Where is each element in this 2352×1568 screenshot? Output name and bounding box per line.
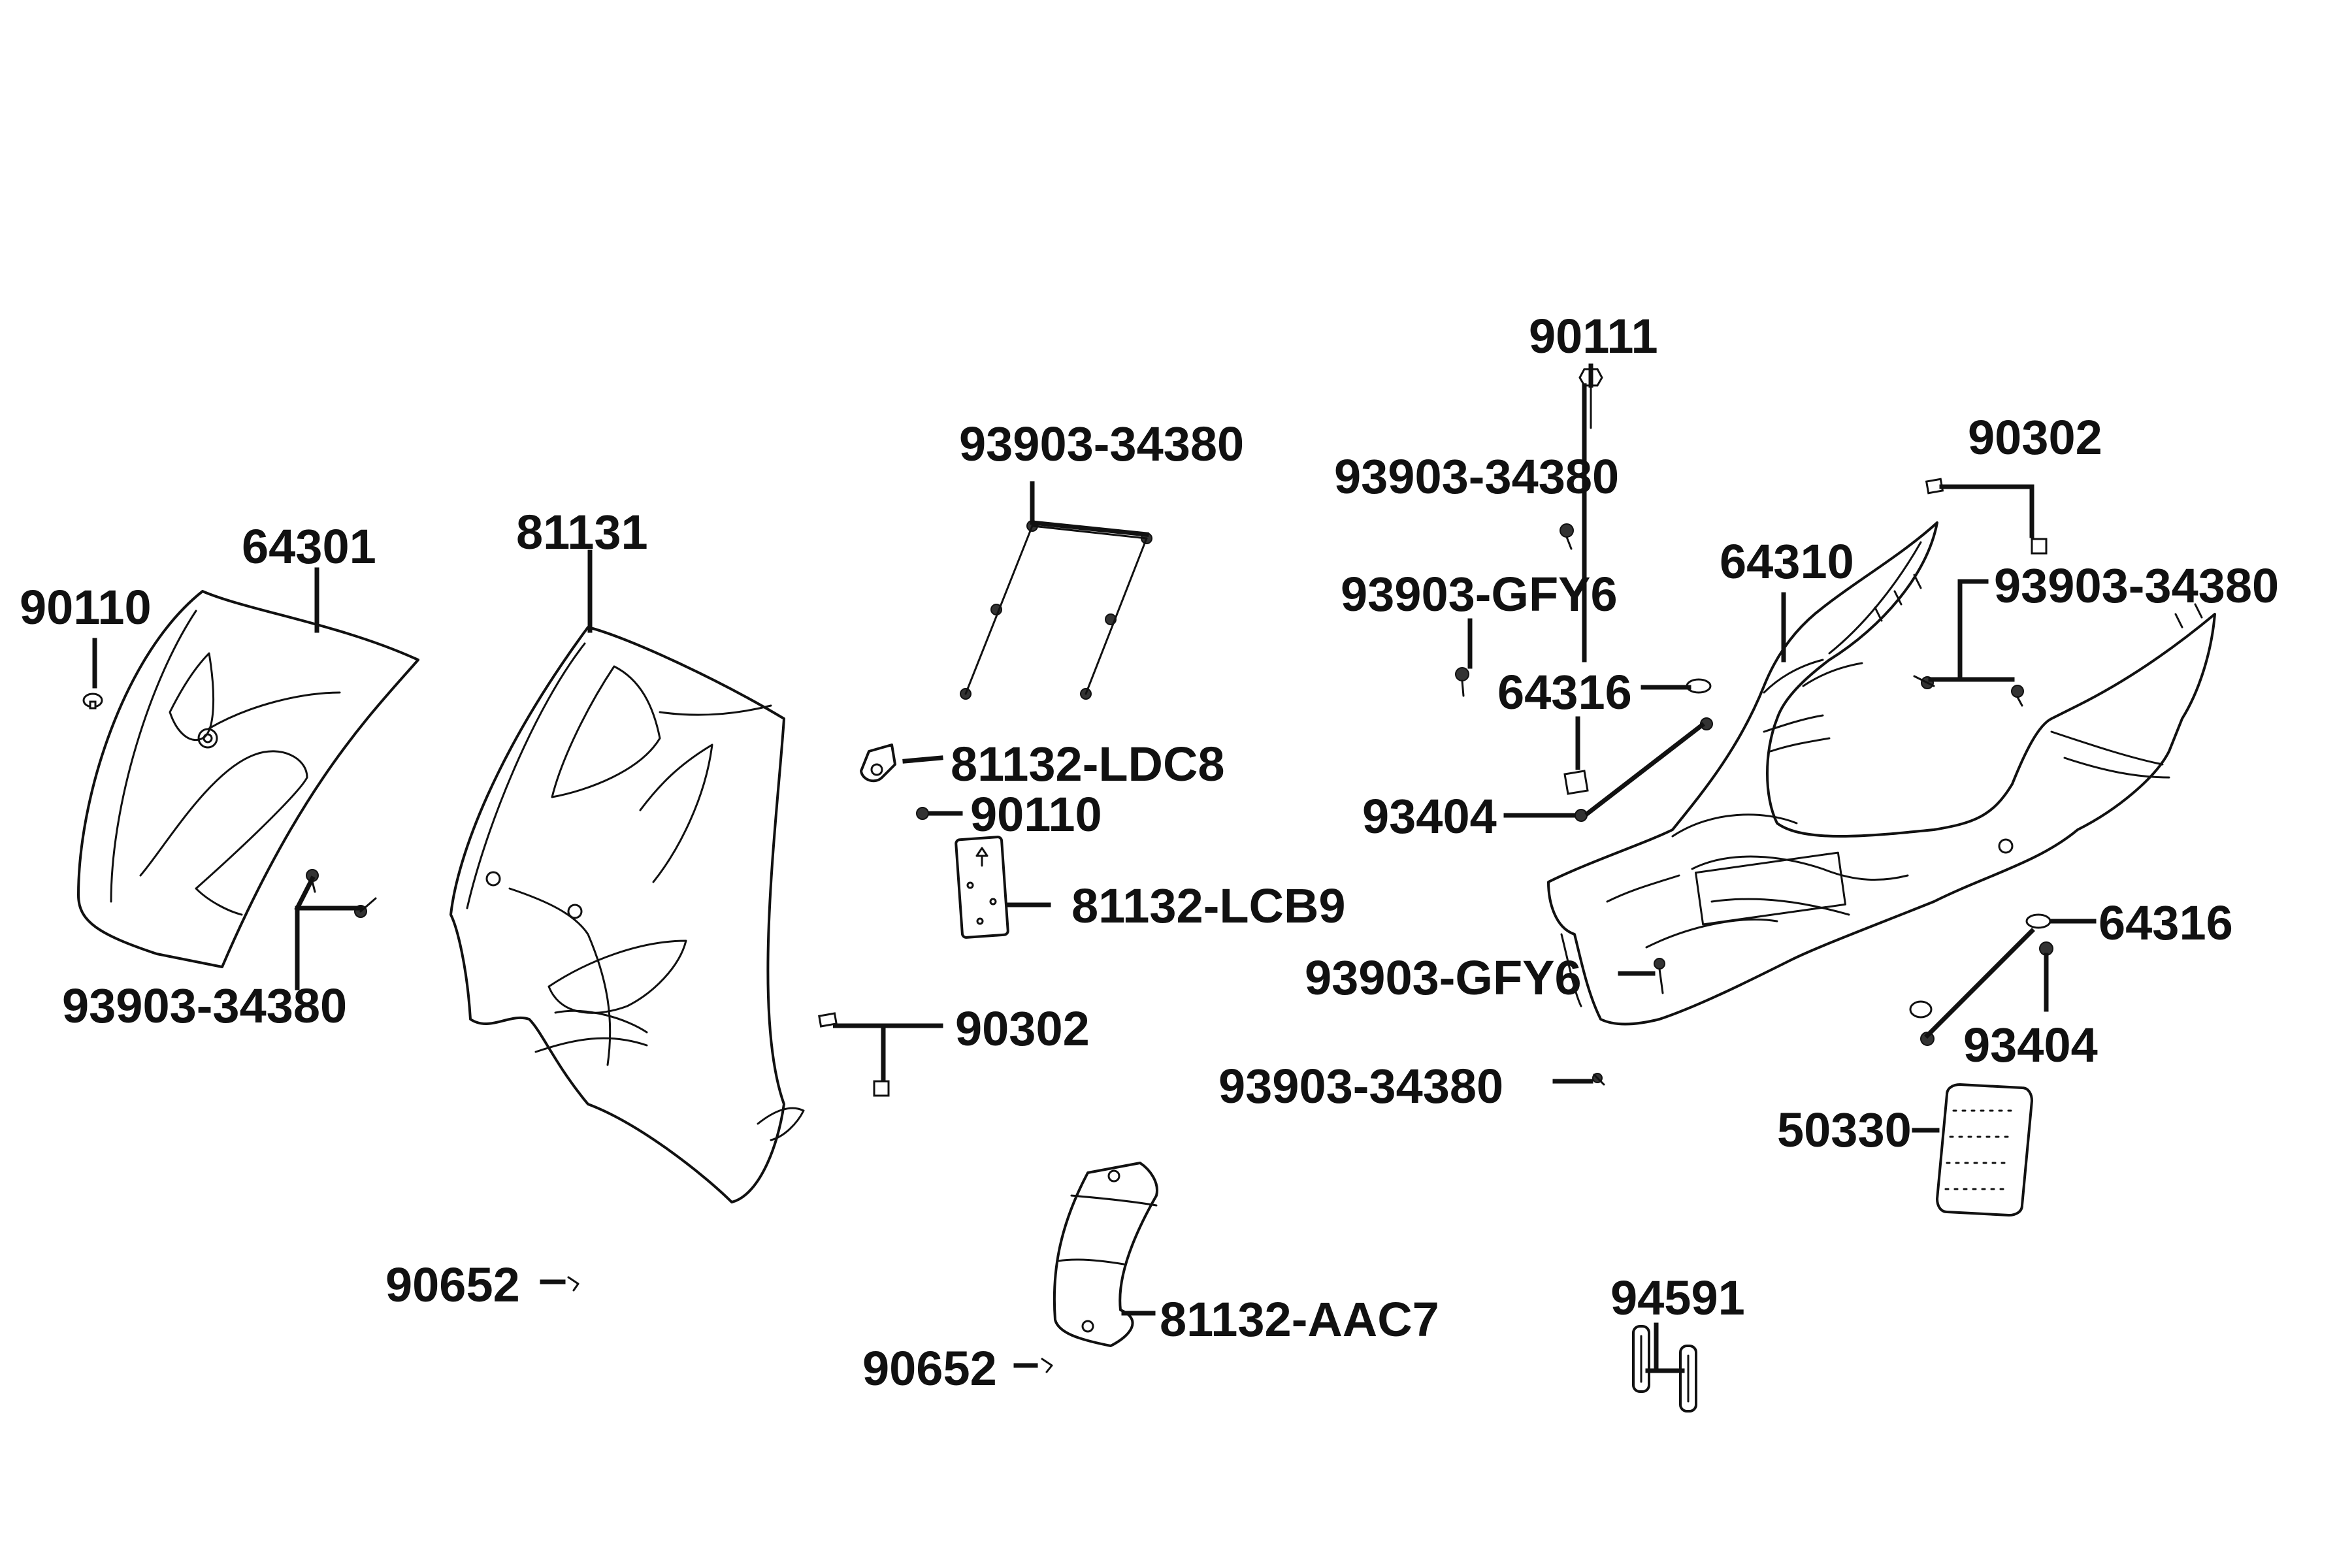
part-labels: 90111 93903-34380 93903-34380 90302 6431… xyxy=(20,309,2279,1396)
screw-93903-34380-lower-icon xyxy=(1592,1073,1605,1086)
label-90652-a: 90652 xyxy=(385,1258,520,1312)
label-81131: 81131 xyxy=(516,505,648,559)
hardware-group xyxy=(82,368,2053,1373)
plate-lcb9-drawing xyxy=(955,836,1009,939)
screw-93903-gfy6-lower-icon xyxy=(1654,958,1665,994)
screw-90652-bottom-icon xyxy=(1041,1358,1053,1373)
label-93903-34380-b: 93903-34380 xyxy=(1334,449,1619,504)
label-93903-gfy6-b: 93903-GFY6 xyxy=(1305,951,1582,1005)
screw-90652-left-icon xyxy=(567,1276,580,1292)
label-93404-b: 93404 xyxy=(1963,1018,2098,1072)
label-81132-lcb9: 81132-LCB9 xyxy=(1071,879,1346,933)
label-64316-b: 64316 xyxy=(2099,896,2233,950)
nut-93404-upper-icon xyxy=(1563,717,1713,822)
washer-64316-lower-icon xyxy=(1909,913,2051,1019)
label-90652-b: 90652 xyxy=(862,1341,997,1396)
label-90302-a: 90302 xyxy=(1968,410,2102,465)
label-90111: 90111 xyxy=(1529,309,1658,363)
pad-50330-drawing xyxy=(1936,1083,2033,1217)
label-64316-a: 64316 xyxy=(1497,665,1632,719)
label-81132-aac7: 81132-AAC7 xyxy=(1160,1292,1439,1347)
clip-90302-middle-icon xyxy=(818,1012,890,1097)
label-93903-gfy6-a: 93903-GFY6 xyxy=(1341,567,1618,621)
screw-93903-34380-right-icon xyxy=(1913,675,2024,707)
label-64310: 64310 xyxy=(1720,534,1854,589)
clip-90302-right-icon xyxy=(1925,478,2048,555)
screw-93903-gfy6-upper-icon xyxy=(1455,667,1469,697)
nut-93404-lower-icon xyxy=(1920,941,2053,1046)
label-90110-b: 90110 xyxy=(970,787,1102,841)
floor-board-drawing xyxy=(1547,521,2216,1026)
leader-lines xyxy=(92,363,2097,1373)
front-shield-cover-drawing xyxy=(77,590,419,968)
hooks-94591-drawing xyxy=(1632,1325,1697,1413)
label-93404-a: 93404 xyxy=(1362,789,1497,843)
leg-shield-drawing xyxy=(449,626,805,1203)
screw-90110-middle-icon xyxy=(916,807,929,820)
label-64301: 64301 xyxy=(242,519,376,574)
clip-ldc8-drawing xyxy=(860,743,896,783)
screw-93903-34380-left-icon xyxy=(306,869,377,918)
label-93903-34380-e: 93903-34380 xyxy=(1218,1059,1503,1113)
label-93903-34380-a: 93903-34380 xyxy=(959,417,1244,471)
label-90302-b: 90302 xyxy=(955,1002,1090,1056)
label-90110-a: 90110 xyxy=(20,580,152,634)
label-81132-ldc8: 81132-LDC8 xyxy=(951,737,1225,791)
label-50330: 50330 xyxy=(1777,1103,1912,1157)
screw-93903-34380-group-icon xyxy=(960,520,1152,700)
screw-93903-34380-top-icon xyxy=(1560,523,1574,550)
label-94591: 94591 xyxy=(1610,1271,1745,1325)
label-93903-34380-c: 93903-34380 xyxy=(1994,559,2279,613)
label-93903-34380-d: 93903-34380 xyxy=(62,979,347,1033)
bracket-aac7-drawing xyxy=(1053,1162,1158,1347)
screw-90110-left-icon xyxy=(82,693,103,710)
